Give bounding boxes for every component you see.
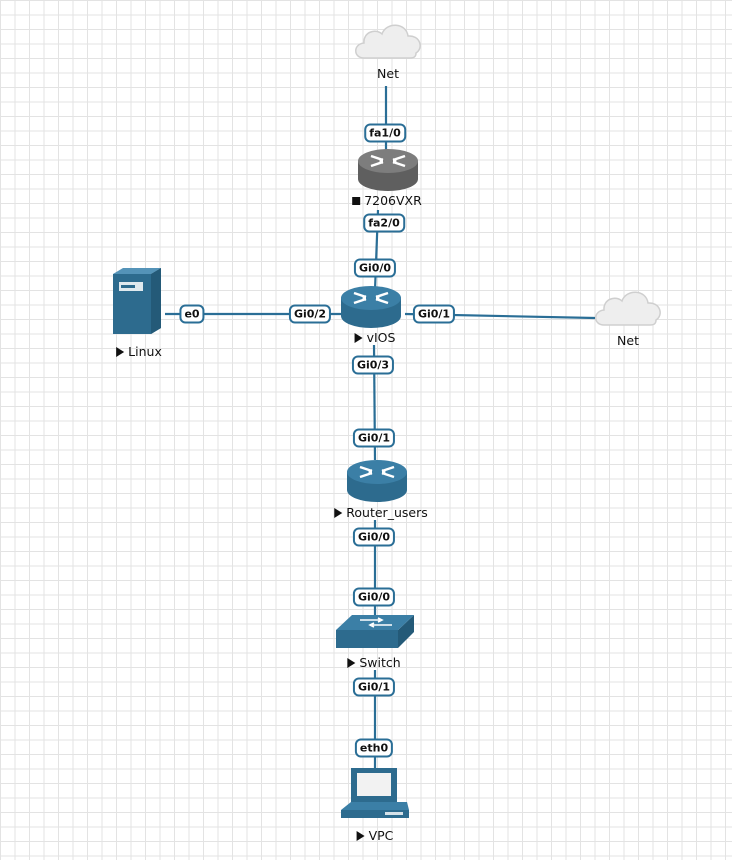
node-net-top[interactable] [350,16,426,64]
port-vios-gi0-3[interactable]: Gi0/3 [351,355,395,375]
port-switch-gi0-1[interactable]: Gi0/1 [352,677,396,697]
node-label: 7206VXR [352,193,422,208]
running-status-icon [356,831,365,841]
server-icon [113,268,161,334]
node-7206vxr[interactable] [357,147,419,193]
router-icon [341,286,401,328]
port-7206-fa2-0[interactable]: fa2/0 [363,213,405,233]
vpc-icon [341,768,409,818]
node-label: vIOS [354,330,395,345]
port-routerusers-gi0-1[interactable]: Gi0/1 [352,428,396,448]
stopped-status-icon [352,197,361,205]
node-switch[interactable] [334,612,416,652]
running-status-icon [347,658,356,668]
port-vios-gi0-0[interactable]: Gi0/0 [353,258,397,278]
running-status-icon [334,508,343,518]
node-vpc[interactable] [339,766,411,822]
node-net-right[interactable] [590,283,666,331]
cloud-icon [355,24,421,59]
running-status-icon [116,347,125,357]
node-label: Net [617,333,639,348]
node-router-users[interactable] [346,458,408,504]
router-icon [347,460,407,502]
node-label: VPC [356,828,393,843]
port-routerusers-gi0-0[interactable]: Gi0/0 [352,527,396,547]
port-switch-gi0-0[interactable]: Gi0/0 [352,587,396,607]
port-vpc-eth0[interactable]: eth0 [354,738,394,758]
node-label: Linux [116,344,162,359]
port-7206-fa1-0[interactable]: fa1/0 [364,123,406,143]
running-status-icon [354,333,363,343]
router-icon [358,149,418,191]
port-vios-gi0-1[interactable]: Gi0/1 [412,304,456,324]
cloud-icon [595,291,661,326]
switch-icon [336,615,414,648]
node-label: Router_users [334,505,428,520]
node-linux[interactable] [111,266,163,336]
port-linux-e0[interactable]: e0 [179,304,205,324]
node-label: Net [377,66,399,81]
node-label: Switch [347,655,401,670]
port-vios-gi0-2[interactable]: Gi0/2 [288,304,332,324]
node-vios[interactable] [340,284,402,330]
